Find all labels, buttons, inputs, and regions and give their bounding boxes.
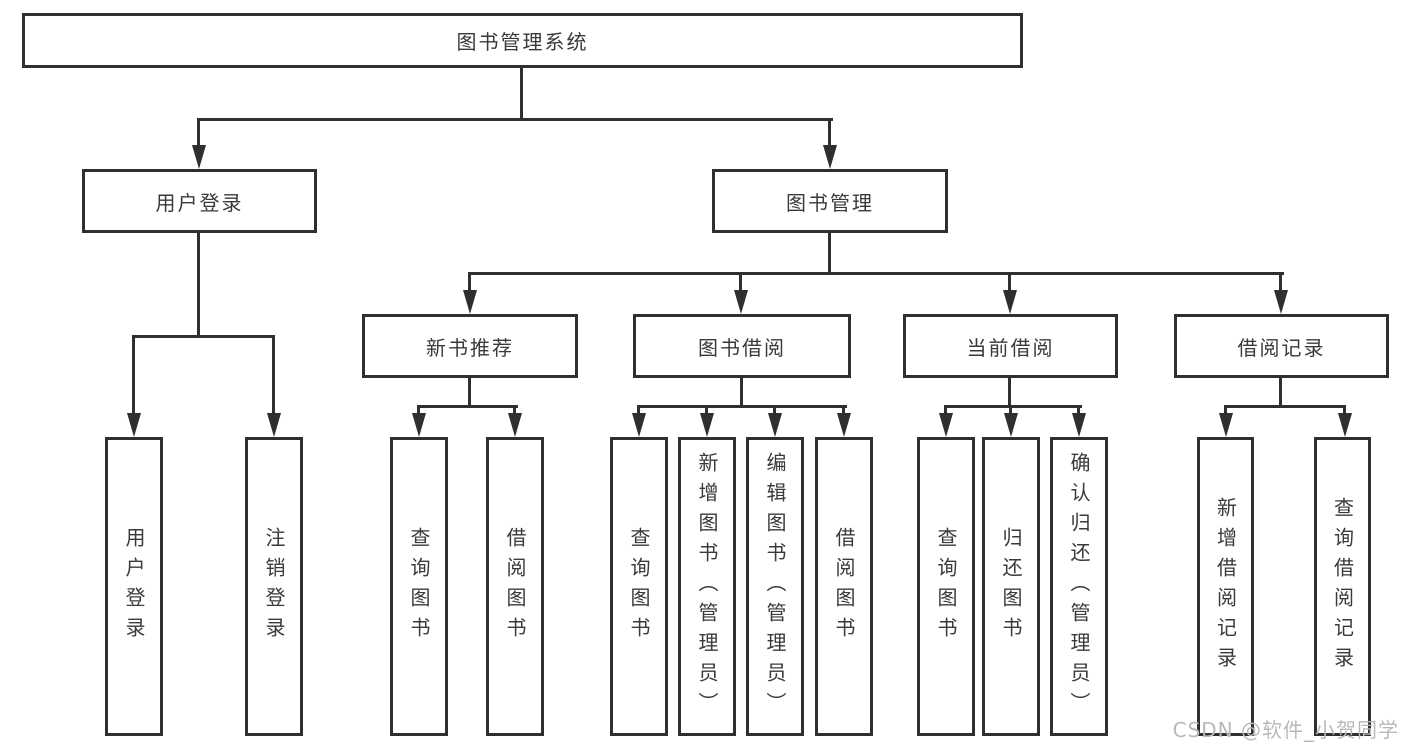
csdn-watermark: CSDN @软件_小贺同学 bbox=[1172, 718, 1399, 742]
connector-stem bbox=[1008, 272, 1011, 292]
leaf-user-login: 用户登录 bbox=[105, 437, 163, 736]
arrow-down-icon bbox=[192, 145, 206, 169]
arrow-down-icon bbox=[700, 413, 714, 437]
arrow-down-icon bbox=[508, 413, 522, 437]
connector-stem bbox=[637, 405, 640, 417]
leaf-query-books-2: 查询图书 bbox=[610, 437, 668, 736]
node-label: 查询图书 bbox=[407, 526, 431, 647]
connector-stem bbox=[513, 405, 516, 417]
leaf-confirm-return-admin: 确认归还（管理员） bbox=[1050, 437, 1108, 736]
arrow-down-icon bbox=[939, 413, 953, 437]
node-current-borrow: 当前借阅 bbox=[903, 314, 1118, 378]
connector-stem bbox=[739, 272, 742, 292]
arrow-down-icon bbox=[734, 290, 748, 314]
connector-stem bbox=[1224, 405, 1227, 417]
node-book-management: 图书管理 bbox=[712, 169, 948, 233]
connector-root-feed bbox=[520, 66, 523, 118]
arrow-down-icon bbox=[412, 413, 426, 437]
connector-stem bbox=[944, 405, 947, 417]
leaf-query-books-3: 查询图书 bbox=[917, 437, 975, 736]
leaf-return-books: 归还图书 bbox=[982, 437, 1040, 736]
node-label: 图书借阅 bbox=[698, 335, 786, 360]
node-label: 借阅图书 bbox=[832, 526, 856, 647]
connector-feed bbox=[1008, 376, 1011, 405]
node-label: 当前借阅 bbox=[966, 335, 1055, 360]
connector-userlogin-split bbox=[132, 335, 275, 338]
connector-split bbox=[637, 405, 847, 408]
node-label: 借阅记录 bbox=[1237, 335, 1326, 360]
node-label: 归还图书 bbox=[999, 526, 1023, 647]
leaf-add-books-admin: 新增图书（管理员） bbox=[678, 437, 736, 736]
connector-level2-split bbox=[197, 118, 833, 121]
connector-stem bbox=[1279, 272, 1282, 292]
leaf-edit-books-admin: 编辑图书（管理员） bbox=[746, 437, 804, 736]
leaf-logout: 注销登录 bbox=[245, 437, 303, 736]
node-label: 查询图书 bbox=[627, 526, 651, 647]
connector-feed bbox=[468, 376, 471, 405]
arrow-down-icon bbox=[1003, 290, 1017, 314]
leaf-query-borrow-record: 查询借阅记录 bbox=[1314, 437, 1371, 736]
connector-split bbox=[1224, 405, 1346, 408]
connector-feed bbox=[1279, 376, 1282, 405]
node-label: 确认归还（管理员） bbox=[1067, 451, 1091, 722]
arrow-down-icon bbox=[823, 145, 837, 169]
connector-userlogin-feed bbox=[197, 231, 200, 335]
connector-stem bbox=[842, 405, 845, 417]
node-book-borrow: 图书借阅 bbox=[633, 314, 851, 378]
node-label: 图书管理 bbox=[786, 190, 874, 215]
arrow-down-icon bbox=[768, 413, 782, 437]
node-user-login: 用户登录 bbox=[82, 169, 317, 233]
node-label: 新增借阅记录 bbox=[1213, 496, 1238, 677]
arrow-down-icon bbox=[1274, 290, 1288, 314]
arrow-down-icon bbox=[1219, 413, 1233, 437]
arrow-down-icon bbox=[1338, 413, 1352, 437]
arrow-down-icon bbox=[1072, 413, 1086, 437]
arrow-down-icon bbox=[127, 413, 141, 437]
arrow-down-icon bbox=[463, 290, 477, 314]
node-new-book-recommend: 新书推荐 bbox=[362, 314, 578, 378]
arrow-down-icon bbox=[837, 413, 851, 437]
connector-stem bbox=[1077, 405, 1080, 417]
connector-stem bbox=[828, 118, 831, 148]
node-label: 新书推荐 bbox=[426, 335, 514, 360]
leaf-borrow-books-1: 借阅图书 bbox=[486, 437, 544, 736]
connector-stem bbox=[773, 405, 776, 417]
leaf-borrow-books-2: 借阅图书 bbox=[815, 437, 873, 736]
connector-stem bbox=[132, 335, 135, 415]
node-library-management-system: 图书管理系统 bbox=[22, 13, 1023, 68]
leaf-add-borrow-record: 新增借阅记录 bbox=[1197, 437, 1254, 736]
connector-stem bbox=[197, 118, 200, 148]
node-label: 新增图书（管理员） bbox=[695, 451, 719, 722]
connector-stem bbox=[705, 405, 708, 417]
connector-feed bbox=[740, 376, 743, 405]
node-label: 编辑图书（管理员） bbox=[763, 451, 787, 722]
node-label: 查询图书 bbox=[934, 526, 958, 647]
connector-stem bbox=[468, 272, 471, 292]
node-borrow-records: 借阅记录 bbox=[1174, 314, 1389, 378]
node-label: 查询借阅记录 bbox=[1330, 496, 1355, 677]
connector-stem bbox=[1343, 405, 1346, 417]
node-label: 注销登录 bbox=[262, 526, 286, 647]
arrow-down-icon bbox=[267, 413, 281, 437]
node-label: 用户登录 bbox=[155, 190, 244, 215]
connector-stem bbox=[1009, 405, 1012, 417]
node-label: 图书管理系统 bbox=[456, 30, 589, 54]
connector-split bbox=[417, 405, 518, 408]
connector-stem bbox=[272, 335, 275, 415]
connector-level3-split bbox=[468, 272, 1284, 275]
connector-split bbox=[944, 405, 1082, 408]
node-label: 用户登录 bbox=[122, 526, 146, 647]
arrow-down-icon bbox=[1004, 413, 1018, 437]
connector-bookmgmt-feed bbox=[828, 231, 831, 272]
connector-stem bbox=[417, 405, 420, 417]
node-label: 借阅图书 bbox=[503, 526, 527, 647]
arrow-down-icon bbox=[632, 413, 646, 437]
leaf-query-books-1: 查询图书 bbox=[390, 437, 448, 736]
